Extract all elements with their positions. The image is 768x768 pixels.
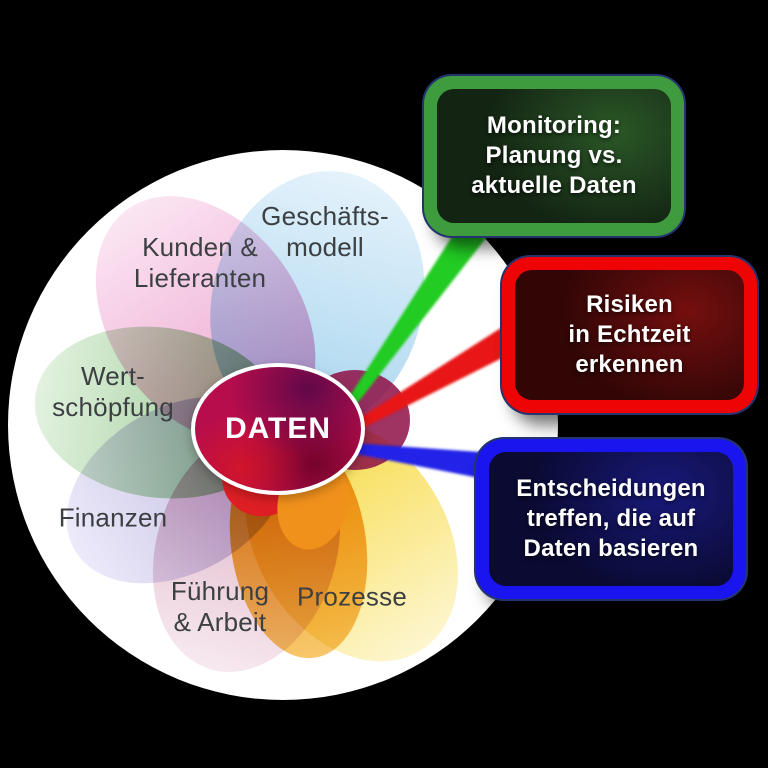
callout-entscheidungen-text: Entscheidungen treffen, die auf Daten ba… — [516, 475, 706, 562]
label-fuehrung-arbeit: Führung & Arbeit — [170, 575, 270, 637]
callout-risiken-text: Risiken in Echtzeit erkennen — [568, 291, 691, 378]
label-geschaeftsmodell: Geschäfts- modell — [261, 200, 389, 262]
ray-risiken — [357, 326, 518, 428]
callout-entscheidungen-panel: Entscheidungen treffen, die auf Daten ba… — [489, 452, 733, 586]
callout-entscheidungen: Entscheidungen treffen, die auf Daten ba… — [476, 439, 746, 599]
callout-monitoring: Monitoring: Planung vs. aktuelle Daten — [424, 76, 684, 236]
callout-monitoring-panel: Monitoring: Planung vs. aktuelle Daten — [437, 89, 671, 223]
callout-risiken: Risiken in Echtzeit erkennen — [502, 257, 757, 413]
label-finanzen: Finanzen — [58, 502, 168, 533]
ray-monitoring — [348, 221, 486, 405]
swoosh-decoration — [437, 89, 671, 223]
label-wertschoepfung: Wert- schöpfung — [52, 360, 174, 422]
ray-entscheidungen — [351, 443, 494, 480]
daten-label: DATEN — [224, 412, 332, 445]
callout-monitoring-text: Monitoring: Planung vs. aktuelle Daten — [471, 112, 637, 199]
swoosh-decoration — [489, 452, 733, 586]
callout-risiken-panel: Risiken in Echtzeit erkennen — [515, 270, 744, 400]
label-kunden-lieferanten: Kunden & Lieferanten — [133, 231, 267, 293]
swoosh-decoration — [515, 270, 744, 400]
label-prozesse: Prozesse — [297, 581, 407, 612]
daten-center-ellipse: DATEN — [191, 363, 365, 495]
